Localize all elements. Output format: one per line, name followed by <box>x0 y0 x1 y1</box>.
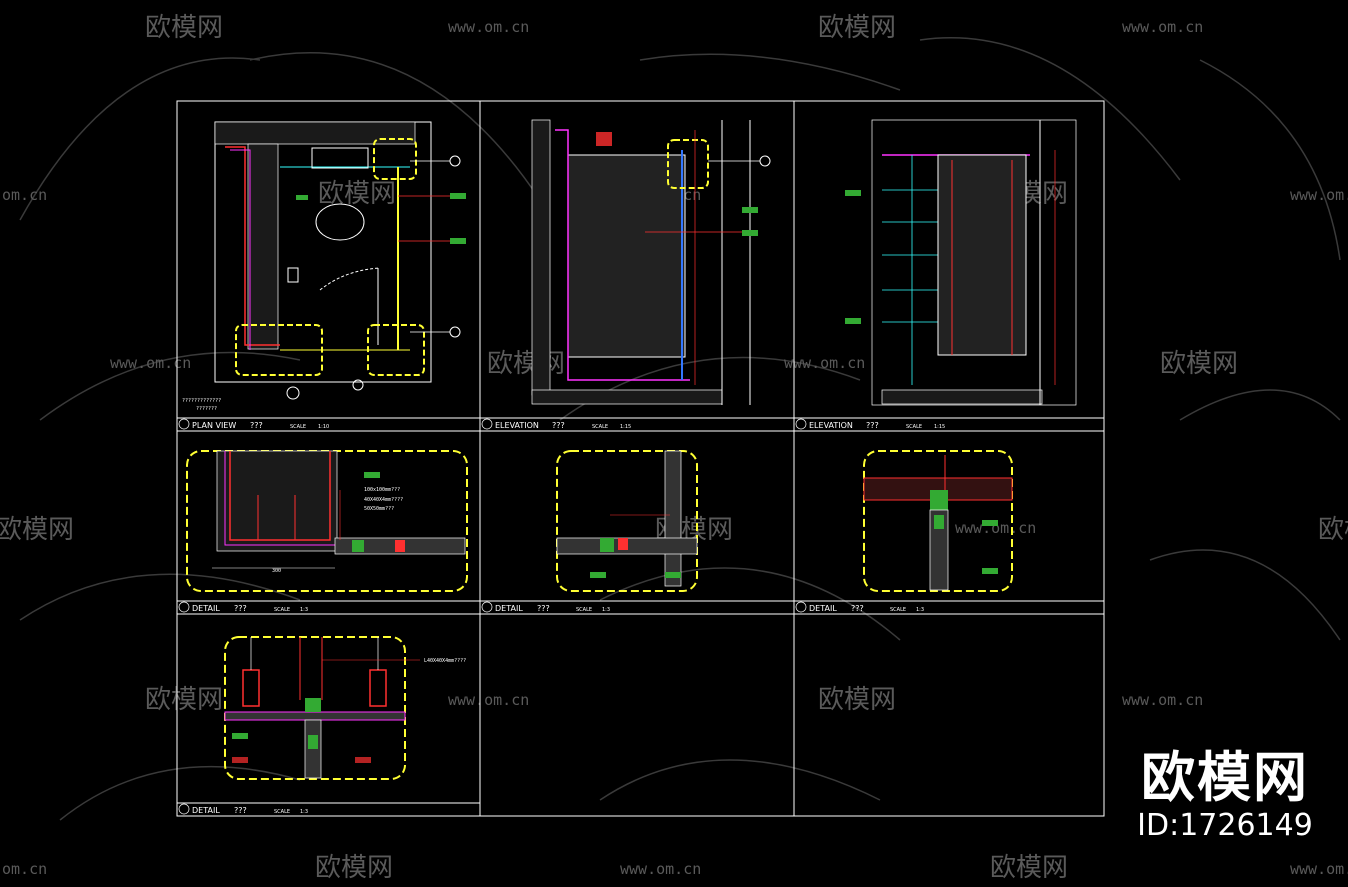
panel-scale: 1:10 <box>318 424 329 430</box>
watermark-url: www.om.cn <box>448 18 529 36</box>
panel-scale: 1:3 <box>916 607 924 613</box>
panel-title: PLAN VIEW <box>192 421 236 430</box>
watermarks: 欧模网 欧模网 欧模网 欧模网 欧模网 欧模网 欧模网 欧模网 欧模网 欧模网 … <box>0 13 1348 883</box>
watermark-logo: 欧模网 <box>318 179 396 209</box>
watermark-url: www.om.cn <box>1122 691 1203 709</box>
title-block-detail-2: DETAIL ??? SCALE 1:3 <box>481 601 610 613</box>
panel-scale: 1:3 <box>300 607 308 613</box>
watermark-url: om.cn <box>2 186 47 204</box>
panel-scale-label: SCALE <box>290 424 306 430</box>
watermark-url: www.om.cn <box>448 691 529 709</box>
watermark-logo: 欧模网 <box>818 685 896 715</box>
panel-scale-label: SCALE <box>274 607 290 613</box>
watermark-url: www.om.cn <box>620 860 701 878</box>
panel-scale-label: SCALE <box>906 424 922 430</box>
title-block-elevation-2: ELEVATION ??? SCALE 1:15 <box>795 418 945 430</box>
title-block-detail-1: DETAIL ??? SCALE 1:3 <box>178 601 308 613</box>
panel-scale: 1:15 <box>934 424 945 430</box>
watermark-logo-text: 欧模网 <box>145 685 223 715</box>
panel-code: ??? <box>234 806 247 815</box>
watermark-logo-text: 欧模网 <box>1160 349 1238 379</box>
watermark-logo-text: 欧模网 <box>990 853 1068 883</box>
plan-view-drawing: ????????????? ??????? <box>182 121 466 412</box>
watermark-url: www.om.cn <box>1290 860 1348 878</box>
panel-title: DETAIL <box>809 604 837 613</box>
panel-code: ??? <box>537 604 550 613</box>
watermark-logo-text: 欧模网 <box>818 685 896 715</box>
detail4-spec: L40X40X4mm???? <box>424 658 466 664</box>
detail-4-drawing: L40X40X4mm???? <box>224 636 466 780</box>
panel-title: ELEVATION <box>495 421 539 430</box>
plan-note-2: ??????? <box>196 406 217 412</box>
panel-scale: 1:3 <box>300 809 308 815</box>
watermark-url: om.cn <box>2 860 47 878</box>
detail-spec-2: 40X40X4mm???? <box>364 497 403 503</box>
panel-title: DETAIL <box>192 604 220 613</box>
title-block-elevation-1: ELEVATION ??? SCALE 1:15 <box>481 418 631 430</box>
panel-code: ??? <box>552 421 565 430</box>
panel-code: ??? <box>866 421 879 430</box>
watermark-logo: 欧模网 <box>990 853 1068 883</box>
detail-3-drawing <box>863 450 1013 592</box>
panel-scale-label: SCALE <box>592 424 608 430</box>
watermark-url: www.om.cn <box>1122 18 1203 36</box>
watermark-url: www.om.cn <box>110 354 191 372</box>
watermark-logo: 欧模网 <box>0 515 74 545</box>
panel-title: DETAIL <box>495 604 523 613</box>
watermark-logo-text: 欧模网 <box>315 853 393 883</box>
panel-scale: 1:15 <box>620 424 631 430</box>
detail-spec-1: 100x100mm??? <box>364 487 400 493</box>
watermark-logo-text: 欧模网 <box>0 515 74 545</box>
detail-2-drawing <box>556 450 698 592</box>
title-block-detail-3: DETAIL ??? SCALE 1:3 <box>795 601 924 613</box>
watermark-logo-text: 欧模网 <box>818 13 896 43</box>
elevation-2-drawing <box>845 119 1077 406</box>
watermark-url: www.om.cn <box>955 519 1036 537</box>
watermark-url: www.om.cn <box>784 354 865 372</box>
brand-id: ID:1726149 <box>1137 808 1313 843</box>
panel-scale: 1:3 <box>602 607 610 613</box>
plan-note-1: ????????????? <box>182 398 221 404</box>
sheet-frame <box>176 100 1105 817</box>
detail-1-drawing: 300 100x100mm??? 40X40X4mm???? 50X50mm??… <box>186 450 468 592</box>
watermark-arcs <box>19 37 1341 821</box>
title-block-plan-view: PLAN VIEW ??? SCALE 1:10 <box>178 418 329 430</box>
panel-code: ??? <box>851 604 864 613</box>
detail-dim-300: 300 <box>272 568 281 574</box>
panel-title: DETAIL <box>192 806 220 815</box>
watermark-logo: 欧模网 <box>1160 349 1238 379</box>
watermark-logo: 欧模网 <box>487 349 565 379</box>
watermark-logo-text: 欧模网 <box>145 13 223 43</box>
panel-scale-label: SCALE <box>274 809 290 815</box>
watermark-logo: 欧模网 <box>818 13 896 43</box>
brand-badge: 欧模网 ID:1726149 <box>1130 748 1320 844</box>
panel-title: ELEVATION <box>809 421 853 430</box>
watermark-logo: 欧模网 <box>145 13 223 43</box>
watermark-logo: 欧模网 <box>1318 515 1348 545</box>
brand-logo: 欧模网 <box>1141 746 1309 809</box>
watermark-logo-text: 欧模网 <box>318 179 396 209</box>
elevation-1-drawing <box>531 119 771 405</box>
panel-code: ??? <box>234 604 247 613</box>
detail-spec-3: 50X50mm??? <box>364 506 394 512</box>
watermark-logo: 欧模网 <box>315 853 393 883</box>
panel-scale-label: SCALE <box>576 607 592 613</box>
watermark-logo: 欧模网 <box>145 685 223 715</box>
panel-scale-label: SCALE <box>890 607 906 613</box>
watermark-logo-text: 欧模网 <box>1318 515 1348 545</box>
title-block-detail-4: DETAIL ??? SCALE 1:3 <box>178 803 308 815</box>
watermark-url: www.om.cn <box>1290 186 1348 204</box>
panel-code: ??? <box>250 421 263 430</box>
watermark-logo-text: 欧模网 <box>487 349 565 379</box>
